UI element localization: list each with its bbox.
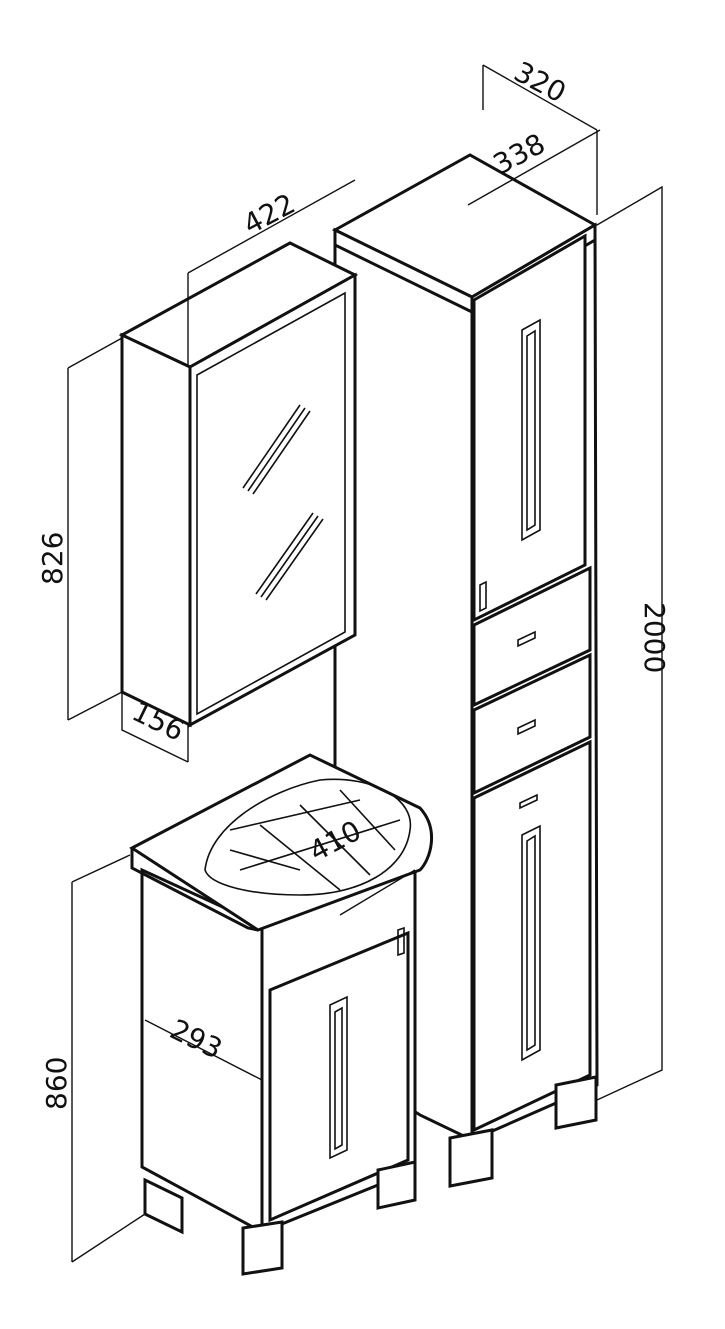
tall-cabinet — [331, 153, 599, 1188]
mirror-cabinet — [118, 241, 359, 728]
tall-drawer-2 — [472, 652, 592, 796]
dim-height-mirror: 826 — [36, 532, 69, 585]
sink-leg-left — [143, 1177, 184, 1235]
dim-height-tall: 2000 — [638, 602, 671, 673]
tall-drawer-1 — [472, 565, 592, 708]
tall-lower-door — [472, 739, 592, 1133]
dim-height-sink: 860 — [40, 1057, 73, 1110]
sink-leg-front — [241, 1220, 284, 1276]
mirror-front — [188, 272, 357, 728]
tall-leg-front — [448, 1128, 494, 1188]
sink-door — [268, 930, 410, 1223]
sink-leg-right — [376, 1160, 417, 1210]
tall-upper-door — [472, 233, 587, 623]
dim-width-mirror: 422 — [238, 187, 301, 241]
basin-bowl — [204, 778, 412, 896]
mirror-glint-2 — [255, 512, 324, 601]
dim-depth-tall: 320 — [509, 55, 572, 109]
mirror-glint-1 — [242, 404, 311, 495]
tall-leg-side — [554, 1075, 598, 1130]
sink-cabinet — [129, 753, 434, 1276]
mirror-side — [120, 332, 192, 728]
